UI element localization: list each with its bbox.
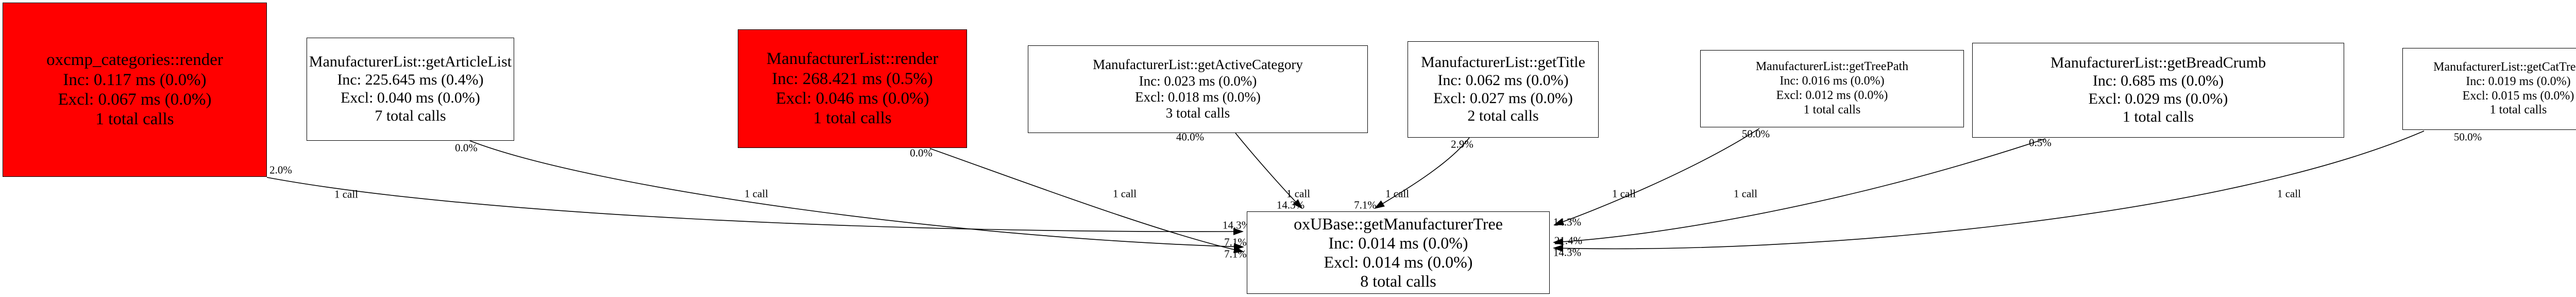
call-edge-manufacturerlist_getbreadcrumb — [1553, 138, 2046, 245]
node-function-name: ManufacturerList::getBreadCrumb — [2050, 54, 2266, 72]
edge-target-percent: 14.3% — [1553, 216, 1582, 228]
node-function-name: ManufacturerList::getTreePath — [1755, 60, 1909, 74]
call-edge-manufacturerlist_getcattreepath — [1553, 130, 2425, 252]
edge-call-count: 1 call — [1112, 187, 1137, 200]
node-total-calls: 1 total calls — [95, 110, 174, 129]
edge-call-count: 1 call — [1286, 187, 1311, 200]
edge-source-percent: 0.0% — [455, 141, 478, 154]
edge-call-count: 1 call — [1385, 187, 1410, 200]
node-inclusive-time: Inc: 268.421 ms (0.5%) — [772, 69, 933, 88]
edge-call-count: 1 call — [1612, 187, 1636, 200]
call-graph-node-manufacturerlist_getcattreepath[interactable]: ManufacturerList::getCatTreePathInc: 0.0… — [2402, 48, 2576, 130]
edge-call-count: 1 call — [744, 187, 769, 200]
node-total-calls: 2 total calls — [1467, 107, 1539, 125]
node-function-name: ManufacturerList::getArticleList — [309, 53, 512, 71]
call-edge-manufacturerlist_getarticlelist — [469, 140, 1244, 251]
edge-source-percent: 2.9% — [1451, 138, 1473, 151]
node-inclusive-time: Inc: 0.014 ms (0.0%) — [1328, 233, 1468, 252]
edge-source-percent: 40.0% — [1176, 130, 1205, 143]
node-total-calls: 3 total calls — [1165, 105, 1230, 121]
node-function-name: ManufacturerList::render — [766, 50, 939, 69]
node-exclusive-time: Excl: 0.040 ms (0.0%) — [341, 89, 480, 106]
node-exclusive-time: Excl: 0.018 ms (0.0%) — [1135, 89, 1261, 105]
node-inclusive-time: Inc: 0.685 ms (0.0%) — [2092, 72, 2224, 90]
edge-target-percent: 7.1% — [1224, 236, 1247, 249]
node-function-name: ManufacturerList::getActiveCategory — [1093, 57, 1303, 73]
node-exclusive-time: Excl: 0.067 ms (0.0%) — [58, 90, 212, 109]
edge-source-percent: 0.0% — [910, 146, 933, 159]
node-total-calls: 1 total calls — [813, 109, 892, 128]
node-inclusive-time: Inc: 0.016 ms (0.0%) — [1780, 74, 1885, 88]
node-inclusive-time: Inc: 0.117 ms (0.0%) — [63, 70, 207, 89]
node-function-name: ManufacturerList::getCatTreePath — [2433, 60, 2576, 74]
node-total-calls: 7 total calls — [375, 107, 446, 124]
call-edge-manufacturerlist_gettitle — [1374, 137, 1470, 209]
edge-target-percent: 7.1% — [1354, 199, 1377, 211]
node-exclusive-time: Excl: 0.029 ms (0.0%) — [2088, 90, 2228, 107]
edge-source-percent: 0.5% — [2029, 136, 2052, 149]
node-exclusive-time: Excl: 0.027 ms (0.0%) — [1433, 89, 1573, 107]
node-inclusive-time: Inc: 0.023 ms (0.0%) — [1139, 73, 1257, 89]
edge-target-percent: 21.4% — [1554, 234, 1583, 247]
call-edge-manufacturerlist_gettreepath — [1553, 128, 1760, 225]
node-exclusive-time: Excl: 0.012 ms (0.0%) — [1776, 89, 1888, 102]
edge-target-percent: 14.3% — [1276, 199, 1305, 211]
edge-source-percent: 50.0% — [1741, 127, 1770, 140]
edge-call-count: 1 call — [1733, 187, 1758, 200]
call-edge-oxcmp_categories_render — [266, 177, 1244, 236]
edge-source-percent: 50.0% — [2453, 130, 2482, 143]
node-function-name: oxcmp_categories::render — [46, 51, 223, 70]
node-total-calls: 8 total calls — [1360, 272, 1436, 291]
edge-source-percent: 2.0% — [269, 163, 292, 176]
call-edge-manufacturerlist_render — [929, 148, 1244, 254]
edge-call-count: 1 call — [2277, 187, 2301, 200]
edge-call-count: 1 call — [334, 188, 359, 201]
edge-target-percent: 7.1% — [1224, 248, 1247, 260]
node-exclusive-time: Excl: 0.046 ms (0.0%) — [775, 89, 929, 108]
node-exclusive-time: Excl: 0.014 ms (0.0%) — [1324, 253, 1473, 271]
node-function-name: oxUBase::getManufacturerTree — [1294, 214, 1503, 233]
call-edge-manufacturerlist_getactivecategory — [1235, 133, 1303, 209]
node-inclusive-time: Inc: 0.019 ms (0.0%) — [2466, 74, 2571, 88]
edge-target-percent: 14.3% — [1222, 219, 1251, 232]
node-total-calls: 1 total calls — [1803, 103, 1861, 117]
node-inclusive-time: Inc: 225.645 ms (0.4%) — [337, 71, 484, 89]
node-exclusive-time: Excl: 0.015 ms (0.0%) — [2462, 89, 2574, 103]
node-function-name: ManufacturerList::getTitle — [1421, 53, 1585, 71]
node-total-calls: 1 total calls — [2122, 108, 2194, 125]
edge-target-percent: 14.3% — [1553, 246, 1582, 259]
node-inclusive-time: Inc: 0.062 ms (0.0%) — [1437, 71, 1569, 89]
node-total-calls: 1 total calls — [2489, 103, 2547, 117]
